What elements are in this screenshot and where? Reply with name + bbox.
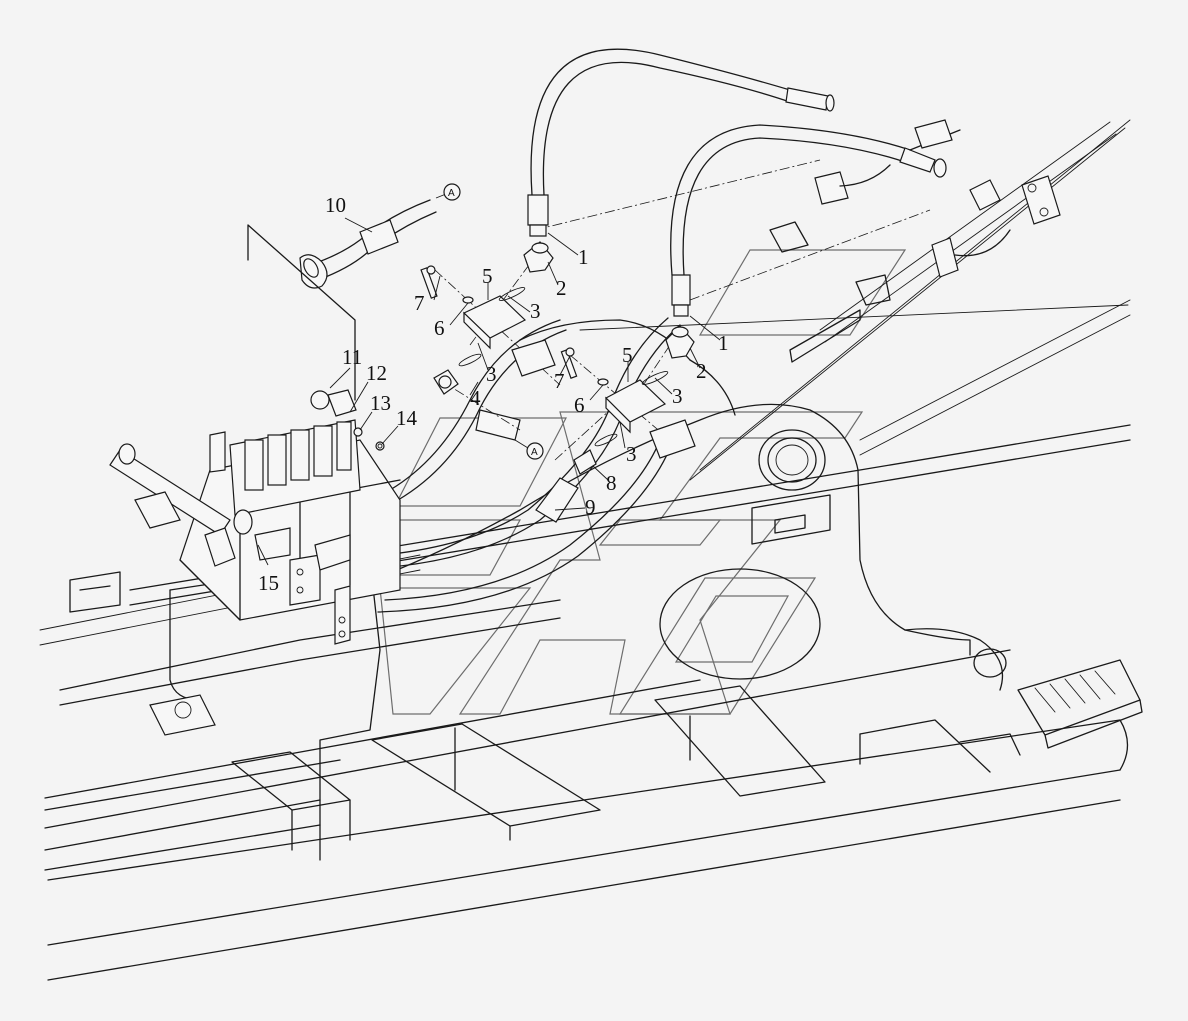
callout-9: 9 <box>585 495 596 519</box>
callout-6-right: 6 <box>574 393 585 417</box>
callout-labels: 1 2 3 3 5 6 7 4 1 2 3 3 5 6 7 8 9 10 11 … <box>258 193 729 595</box>
callout-5-right: 5 <box>622 343 633 367</box>
callout-8: 8 <box>606 471 617 495</box>
callout-14: 14 <box>396 406 418 430</box>
cross-members <box>69 559 1143 861</box>
fitting-group-left <box>420 194 556 395</box>
callout-11: 11 <box>342 345 362 369</box>
callout-3-right-lower: 3 <box>626 442 637 466</box>
reference-marker-top-label: A <box>448 188 455 199</box>
callout-6-left: 6 <box>434 316 445 340</box>
callout-3-right-upper: 3 <box>672 384 683 408</box>
callout-3-left-lower: 3 <box>486 362 497 386</box>
callout-5-left: 5 <box>482 264 493 288</box>
callout-7-left: 7 <box>414 291 425 315</box>
reference-marker-top <box>443 183 461 201</box>
callout-1-left: 1 <box>578 245 589 269</box>
callout-2-right: 2 <box>696 359 707 383</box>
valve-bank <box>109 389 401 736</box>
callout-10: 10 <box>325 193 346 217</box>
callout-3-left-upper: 3 <box>530 299 541 323</box>
callout-13: 13 <box>370 391 391 415</box>
reference-marker-bottom-label: A <box>531 447 538 458</box>
leader-lines <box>257 217 721 566</box>
hose-middle <box>670 119 961 276</box>
callout-15: 15 <box>258 571 279 595</box>
reference-markers: A A <box>435 183 544 460</box>
callout-1-right: 1 <box>718 331 729 355</box>
callout-7-right: 7 <box>554 369 565 393</box>
watermark-logo <box>368 249 907 715</box>
boom-bracket <box>344 221 1007 691</box>
upper-right-fittings <box>814 164 1061 278</box>
hose-10 <box>247 199 437 401</box>
reference-marker-bottom <box>526 442 544 460</box>
hose-lower-bundle <box>371 317 681 613</box>
callout-2-left: 2 <box>556 276 567 300</box>
callout-12: 12 <box>366 361 387 385</box>
hose-upper <box>530 48 835 196</box>
callout-4: 4 <box>470 386 481 410</box>
